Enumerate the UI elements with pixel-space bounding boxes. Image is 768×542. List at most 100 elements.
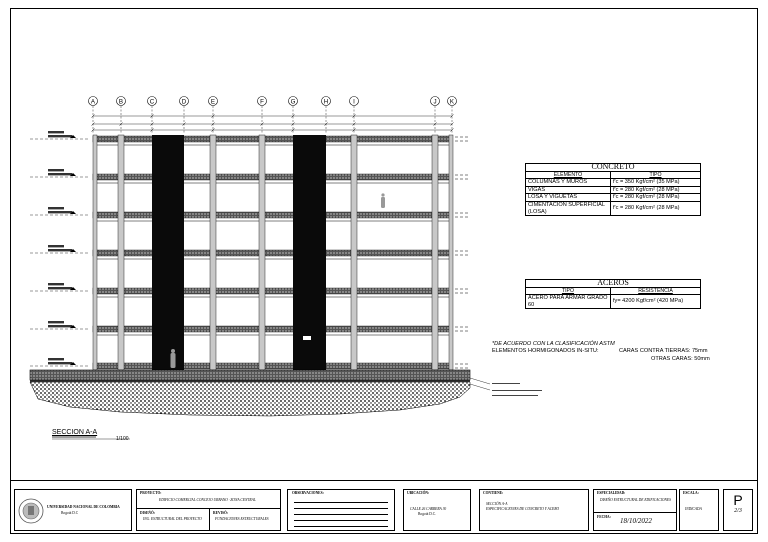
column bbox=[92, 134, 98, 371]
person-figure-icon bbox=[170, 349, 176, 368]
person-figure-icon bbox=[381, 193, 385, 208]
university-name: UNIVERSIDAD NACIONAL DE COLOMBIA bbox=[47, 505, 120, 509]
content-label: CONTIENE: bbox=[483, 491, 504, 495]
cover-note-line2-right: CARAS CONTRA TIERRAS: 75mm bbox=[619, 348, 708, 354]
project-name: EDIFICIO COMERCIAL CONCEJO URBANO · ZONA… bbox=[159, 498, 256, 502]
dimension-tick bbox=[211, 114, 215, 118]
frame-layer bbox=[30, 131, 470, 371]
steel-header-type: TIPO bbox=[525, 286, 611, 296]
dimension-tick bbox=[150, 122, 154, 126]
concrete-table-cell: VIGAS bbox=[525, 185, 611, 195]
grid-axis-bubble bbox=[288, 96, 298, 106]
wall-opening bbox=[303, 336, 311, 340]
grid-axis-bubble bbox=[321, 96, 331, 106]
grid-axis-label-d: D bbox=[182, 98, 187, 105]
dimension-tick bbox=[450, 122, 454, 126]
level-marker-text bbox=[48, 211, 72, 214]
concrete-table-cell: LOSA Y VIGUETAS bbox=[525, 193, 611, 202]
level-marker-text bbox=[48, 169, 64, 172]
dimension-tick bbox=[433, 122, 437, 126]
grid-axis-bubble bbox=[147, 96, 157, 106]
level-marker-icon bbox=[70, 249, 76, 252]
dimension-tick bbox=[182, 122, 186, 126]
column bbox=[431, 134, 439, 371]
observations-line bbox=[294, 526, 388, 527]
dimension-tick bbox=[352, 122, 356, 126]
content-line-1: SECCIÓN A-A bbox=[486, 502, 508, 506]
ground-annotation-marks bbox=[492, 383, 542, 396]
floor-slab bbox=[92, 325, 453, 333]
dimension-tick bbox=[450, 128, 454, 132]
section-scale: 1/100 bbox=[116, 436, 129, 442]
steel-table-title: ACEROS bbox=[525, 279, 701, 288]
steel-table: ACEROS TIPO RESISTENCIA ACERO PARA ARMAR… bbox=[525, 279, 701, 310]
dimension-tick bbox=[150, 114, 154, 118]
steel-header-strength: RESISTENCIA bbox=[610, 286, 701, 296]
project-label: PROYECTO: bbox=[140, 491, 162, 495]
cover-note-line2-left: ELEMENTOS HORMIGONADOS IN-SITU: bbox=[492, 348, 599, 354]
grid-axis-label-k: K bbox=[450, 98, 455, 105]
level-marker-text bbox=[48, 249, 72, 252]
dimension-tick bbox=[91, 114, 95, 118]
content-line-2: ESPECIFICACIONES DE CONCRETO Y ACERO bbox=[486, 507, 560, 511]
dimension-tick bbox=[352, 128, 356, 132]
column bbox=[350, 134, 358, 371]
column bbox=[258, 134, 266, 371]
university-city: Bogotá D.C bbox=[61, 511, 79, 515]
dimension-tick bbox=[91, 122, 95, 126]
sheet-number-block: P 2/3 bbox=[723, 489, 753, 531]
project-divider-v bbox=[209, 508, 210, 531]
grid-axis-bubble bbox=[349, 96, 359, 106]
specialty-divider bbox=[594, 512, 676, 513]
grid-axis-label-i: I bbox=[353, 98, 355, 105]
grid-axis-label-f: F bbox=[260, 98, 264, 105]
grid-axis-bubble bbox=[430, 96, 440, 106]
ground-annotation-leaders bbox=[469, 377, 491, 391]
observations-line bbox=[294, 520, 388, 521]
concrete-table-title: CONCRETO bbox=[525, 163, 701, 172]
level-marker-text bbox=[48, 287, 72, 290]
dimension-tick bbox=[211, 122, 215, 126]
observations-line bbox=[294, 514, 388, 515]
location-label: UBICACIÓN: bbox=[407, 491, 430, 495]
floor-slab bbox=[92, 249, 453, 257]
column bbox=[117, 134, 125, 371]
reviewer-label: REVISÓ: bbox=[213, 511, 228, 515]
observations-block: OBSERVACIONES: bbox=[287, 489, 395, 531]
grid-axis-label-b: B bbox=[119, 98, 123, 105]
column bbox=[209, 134, 217, 371]
dimension-tick bbox=[211, 128, 215, 132]
concrete-table-cell: CIMENTACION SUPERFICIAL (LOSA) bbox=[525, 200, 611, 217]
level-marker-text bbox=[48, 245, 64, 248]
specialty-value: DISEÑO ESTRUCTURAL DE EDIFICACIONES bbox=[600, 498, 671, 502]
cover-note-line3: OTRAS CARAS: 50mm bbox=[651, 356, 710, 362]
concrete-table-cell: COLUMNAS Y MUROS bbox=[525, 178, 611, 187]
level-marker-text bbox=[48, 362, 72, 365]
grid-axis-bubble bbox=[447, 96, 457, 106]
level-marker-text bbox=[48, 135, 72, 138]
level-marker-text bbox=[48, 131, 64, 134]
column bbox=[448, 134, 454, 371]
location-address: CALLE 26 CARRERA 30 bbox=[410, 507, 447, 511]
level-marker-icon bbox=[70, 211, 76, 214]
specialty-block: ESPECIALIDAD: DISEÑO ESTRUCTURAL DE EDIF… bbox=[593, 489, 677, 531]
shear-wall bbox=[152, 135, 184, 370]
level-marker-icon bbox=[70, 287, 76, 290]
scale-value: INDICADA bbox=[685, 507, 702, 511]
dimension-tick bbox=[291, 128, 295, 132]
grid-axis-bubble bbox=[116, 96, 126, 106]
university-block: UNIVERSIDAD NACIONAL DE COLOMBIA Bogotá … bbox=[14, 489, 132, 531]
designer-label: DISEÑÓ: bbox=[140, 511, 155, 515]
concrete-table-cell: f'c = 280 Kgf/cm² (28 MPa) bbox=[610, 193, 701, 202]
level-marker-icon bbox=[70, 325, 76, 328]
specialty-label: ESPECIALIDAD: bbox=[597, 491, 626, 495]
dimension-tick bbox=[291, 114, 295, 118]
project-block: PROYECTO: EDIFICIO COMERCIAL CONCEJO URB… bbox=[136, 489, 281, 531]
title-block-separator bbox=[10, 480, 758, 481]
